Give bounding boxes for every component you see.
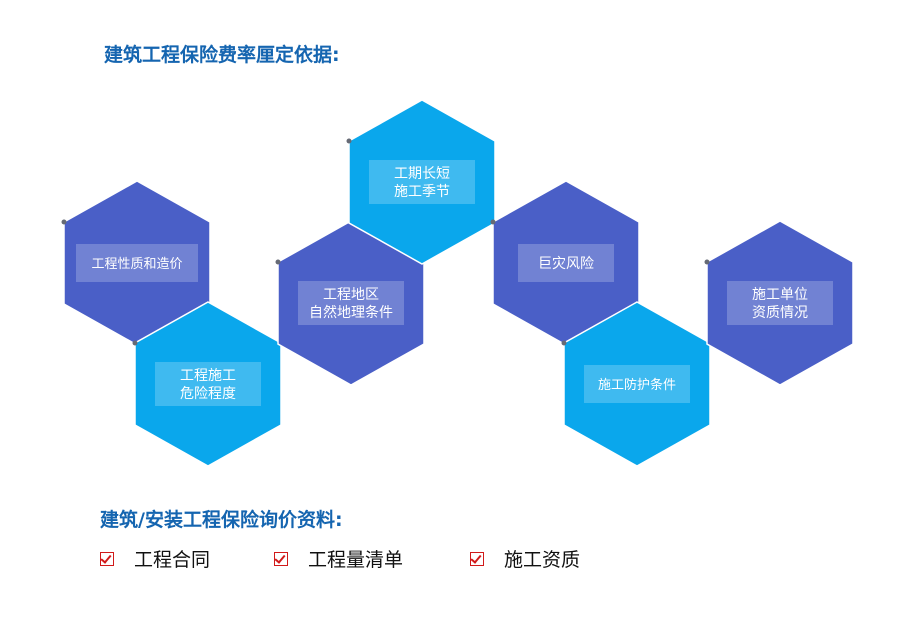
inquiry-checklist: 工程合同 工程量清单 施工资质 bbox=[0, 545, 915, 575]
checklist-item-contract: 工程合同 bbox=[100, 545, 210, 572]
hexagon-h1: 工程性质和造价 bbox=[61, 180, 211, 346]
page-title: 建筑工程保险费率厘定依据: bbox=[104, 44, 340, 66]
hexagon-h6: 施工防护条件 bbox=[561, 301, 711, 467]
hexagon-label: 工程施工 bbox=[180, 368, 236, 384]
hexagon-label: 工程性质和造价 bbox=[91, 257, 182, 272]
vertex-dot bbox=[346, 138, 352, 144]
hexagon-label: 危险程度 bbox=[180, 386, 236, 402]
checkbox-icon bbox=[470, 551, 484, 566]
hexagon-label: 自然地理条件 bbox=[309, 304, 393, 321]
hexagon-label-box bbox=[584, 365, 690, 403]
vertex-dot bbox=[704, 259, 710, 265]
checklist-item-qualification: 施工资质 bbox=[470, 545, 580, 572]
hexagon-label: 施工单位 bbox=[752, 287, 808, 303]
hexagon-label-box bbox=[518, 244, 614, 282]
checklist-label: 工程量清单 bbox=[308, 549, 404, 571]
vertex-dot bbox=[275, 259, 281, 265]
hexagon-label-box bbox=[76, 244, 198, 282]
hexagon-label: 巨灾风险 bbox=[538, 255, 594, 272]
hexagon-label: 工期长短 bbox=[394, 166, 450, 182]
checkbox-icon bbox=[100, 551, 114, 566]
hexagon-label: 资质情况 bbox=[752, 305, 808, 321]
hexagon-label-box bbox=[369, 160, 475, 204]
inquiry-title: 建筑/安装工程保险询价资料: bbox=[100, 509, 343, 531]
vertex-dot bbox=[61, 219, 67, 225]
hexagon-label-box bbox=[727, 281, 833, 325]
vertex-dot bbox=[132, 340, 138, 346]
vertex-dot bbox=[561, 340, 567, 346]
checklist-item-bill-of-quantities: 工程量清单 bbox=[274, 545, 403, 572]
hexagon-label-box bbox=[298, 281, 404, 325]
hexagon-diagram: 工程性质和造价工程施工危险程度工程地区自然地理条件工期长短施工季节巨灾风险施工防… bbox=[61, 99, 854, 467]
checklist-label: 工程合同 bbox=[134, 549, 211, 571]
checkbox-icon bbox=[274, 551, 288, 566]
hexagon-label: 施工防护条件 bbox=[598, 377, 676, 393]
hexagon-label: 工程地区 bbox=[323, 287, 379, 303]
hexagon-label-box bbox=[155, 362, 261, 406]
hexagon-label: 施工季节 bbox=[394, 184, 450, 200]
checklist-label: 施工资质 bbox=[504, 549, 581, 571]
vertex-dot bbox=[490, 219, 496, 225]
